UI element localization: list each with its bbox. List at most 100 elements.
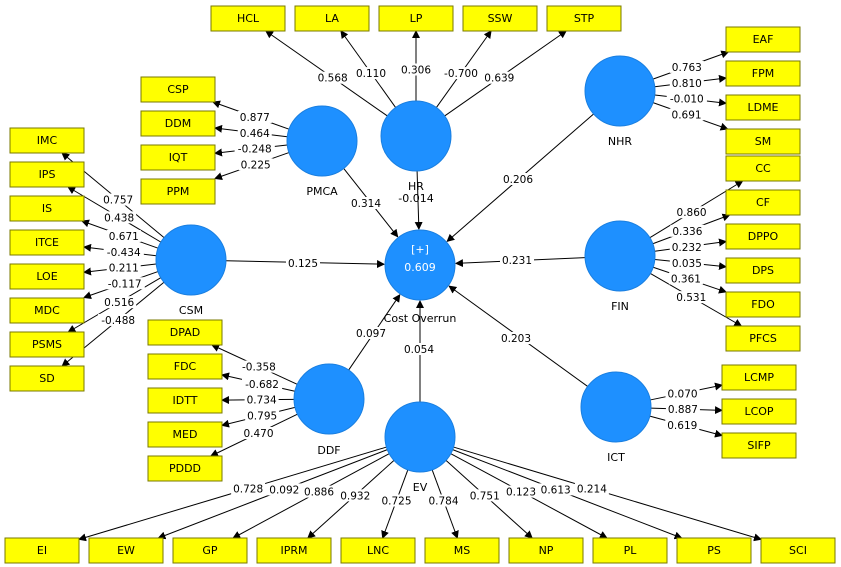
indicator-sd[interactable]: SD xyxy=(9,365,85,392)
svg-text:0.231: 0.231 xyxy=(502,255,532,267)
indicator-mdc[interactable]: MDC xyxy=(9,297,85,324)
svg-text:0.314: 0.314 xyxy=(351,198,381,210)
svg-text:0.728: 0.728 xyxy=(233,484,263,496)
svg-text:0.070: 0.070 xyxy=(668,388,698,400)
indicator-csp[interactable]: CSP xyxy=(140,76,216,103)
svg-text:0.932: 0.932 xyxy=(340,490,370,502)
construct-co[interactable]: Cost Overrun[+]0.609 xyxy=(384,229,457,325)
indicator-ps[interactable]: PS xyxy=(676,537,752,564)
indicator-eaf[interactable]: EAF xyxy=(725,26,801,53)
construct-label: FIN xyxy=(611,300,629,313)
indicator-cf[interactable]: CF xyxy=(725,189,801,216)
construct-ddf[interactable]: DDF xyxy=(293,363,365,457)
expand-toggle[interactable]: [+] xyxy=(411,243,429,256)
construct-label: ICT xyxy=(607,451,625,464)
indicator-label: DDM xyxy=(165,117,191,130)
indicator-lp[interactable]: LP xyxy=(378,5,454,32)
svg-text:0.110: 0.110 xyxy=(356,68,386,80)
construct-ict[interactable]: ICT xyxy=(580,371,652,464)
path-coef-ddf: 0.097 xyxy=(354,327,388,340)
indicator-is[interactable]: IS xyxy=(9,195,85,222)
indicator-dpad[interactable]: DPAD xyxy=(147,319,223,346)
loading-label-loe: 0.211 xyxy=(106,261,141,275)
indicator-label: LCOP xyxy=(744,405,773,418)
loading-label-itce: -0.434 xyxy=(103,245,144,259)
indicator-itce[interactable]: ITCE xyxy=(9,229,85,256)
indicator-label: HCL xyxy=(237,12,260,25)
indicator-pfcs[interactable]: PFCS xyxy=(725,325,801,352)
indicator-label: DPS xyxy=(752,264,774,277)
svg-text:0.097: 0.097 xyxy=(356,328,386,340)
indicator-ei[interactable]: EI xyxy=(4,537,80,564)
indicator-ew[interactable]: EW xyxy=(88,537,164,564)
indicator-stp[interactable]: STP xyxy=(546,5,622,32)
svg-text:0.568: 0.568 xyxy=(318,73,348,85)
loading-label-ps: 0.613 xyxy=(538,483,573,496)
construct-label: Cost Overrun xyxy=(384,312,457,325)
svg-text:0.232: 0.232 xyxy=(672,242,702,254)
loading-label-gp: 0.886 xyxy=(301,485,336,499)
indicator-label: IDTT xyxy=(173,394,198,407)
indicator-np[interactable]: NP xyxy=(508,537,584,564)
indicator-fdc[interactable]: FDC xyxy=(147,353,223,380)
svg-text:0.206: 0.206 xyxy=(503,174,533,186)
indicator-ips[interactable]: IPS xyxy=(9,161,85,188)
construct-fin[interactable]: FIN xyxy=(584,220,656,313)
indicator-imc[interactable]: IMC xyxy=(9,127,85,154)
indicator-fpm[interactable]: FPM xyxy=(725,60,801,87)
indicator-dppo[interactable]: DPPO xyxy=(725,223,801,250)
indicator-dps[interactable]: DPS xyxy=(725,257,801,284)
svg-text:0.225: 0.225 xyxy=(241,159,271,171)
indicator-med[interactable]: MED xyxy=(147,421,223,448)
indicator-ldme[interactable]: LDME xyxy=(725,94,801,121)
indicator-idtt[interactable]: IDTT xyxy=(147,387,223,414)
indicator-iprm[interactable]: IPRM xyxy=(256,537,332,564)
loading-label-pfcs: 0.531 xyxy=(674,291,709,304)
svg-text:-0.434: -0.434 xyxy=(107,247,141,259)
indicator-ppm[interactable]: PPM xyxy=(140,178,216,205)
indicator-sifp[interactable]: SIFP xyxy=(721,432,797,459)
indicator-hcl[interactable]: HCL xyxy=(210,5,286,32)
indicator-cc[interactable]: CC xyxy=(725,155,801,182)
indicator-lnc[interactable]: LNC xyxy=(340,537,416,564)
indicator-lcmp[interactable]: LCMP xyxy=(721,364,797,391)
loading-label-csp: 0.877 xyxy=(237,110,272,124)
svg-text:0.464: 0.464 xyxy=(240,128,270,140)
indicator-iqt[interactable]: IQT xyxy=(140,144,216,171)
svg-text:0.795: 0.795 xyxy=(247,410,277,422)
indicator-ms[interactable]: MS xyxy=(424,537,500,564)
indicator-pddd[interactable]: PDDD xyxy=(147,455,223,482)
indicator-la[interactable]: LA xyxy=(294,5,370,32)
indicator-lcop[interactable]: LCOP xyxy=(721,398,797,425)
construct-ev[interactable]: EV xyxy=(384,401,456,494)
svg-text:-0.117: -0.117 xyxy=(108,278,142,290)
indicator-loe[interactable]: LOE xyxy=(9,263,85,290)
svg-text:0.734: 0.734 xyxy=(247,395,277,407)
indicator-ddm[interactable]: DDM xyxy=(140,110,216,137)
indicator-ssw[interactable]: SSW xyxy=(462,5,538,32)
loading-label-ddm: 0.464 xyxy=(237,126,272,140)
construct-pmca[interactable]: PMCA xyxy=(286,105,358,198)
indicator-label: PSMS xyxy=(32,338,62,351)
indicator-sci[interactable]: SCI xyxy=(760,537,836,564)
construct-csm[interactable]: CSM xyxy=(155,224,227,317)
indicator-label: LP xyxy=(410,12,423,25)
construct-hr[interactable]: HR-0.014 xyxy=(380,100,452,205)
indicator-fdo[interactable]: FDO xyxy=(725,291,801,318)
svg-text:0.751: 0.751 xyxy=(470,490,500,502)
indicator-pl[interactable]: PL xyxy=(592,537,668,564)
indicator-label: SD xyxy=(39,372,54,385)
indicator-sm[interactable]: SM xyxy=(725,128,801,155)
indicator-gp[interactable]: GP xyxy=(172,537,248,564)
loading-label-lp: 0.306 xyxy=(399,63,433,77)
indicator-psms[interactable]: PSMS xyxy=(9,331,85,358)
construct-nhr[interactable]: NHR xyxy=(584,55,656,148)
construct-label: EV xyxy=(413,481,428,494)
loading-label-is: 0.671 xyxy=(106,229,141,243)
svg-text:0.619: 0.619 xyxy=(667,420,697,432)
construct-label: DDF xyxy=(317,444,340,457)
indicator-label: FDC xyxy=(174,360,197,373)
svg-text:0.516: 0.516 xyxy=(104,297,134,309)
svg-text:-0.358: -0.358 xyxy=(242,362,276,374)
